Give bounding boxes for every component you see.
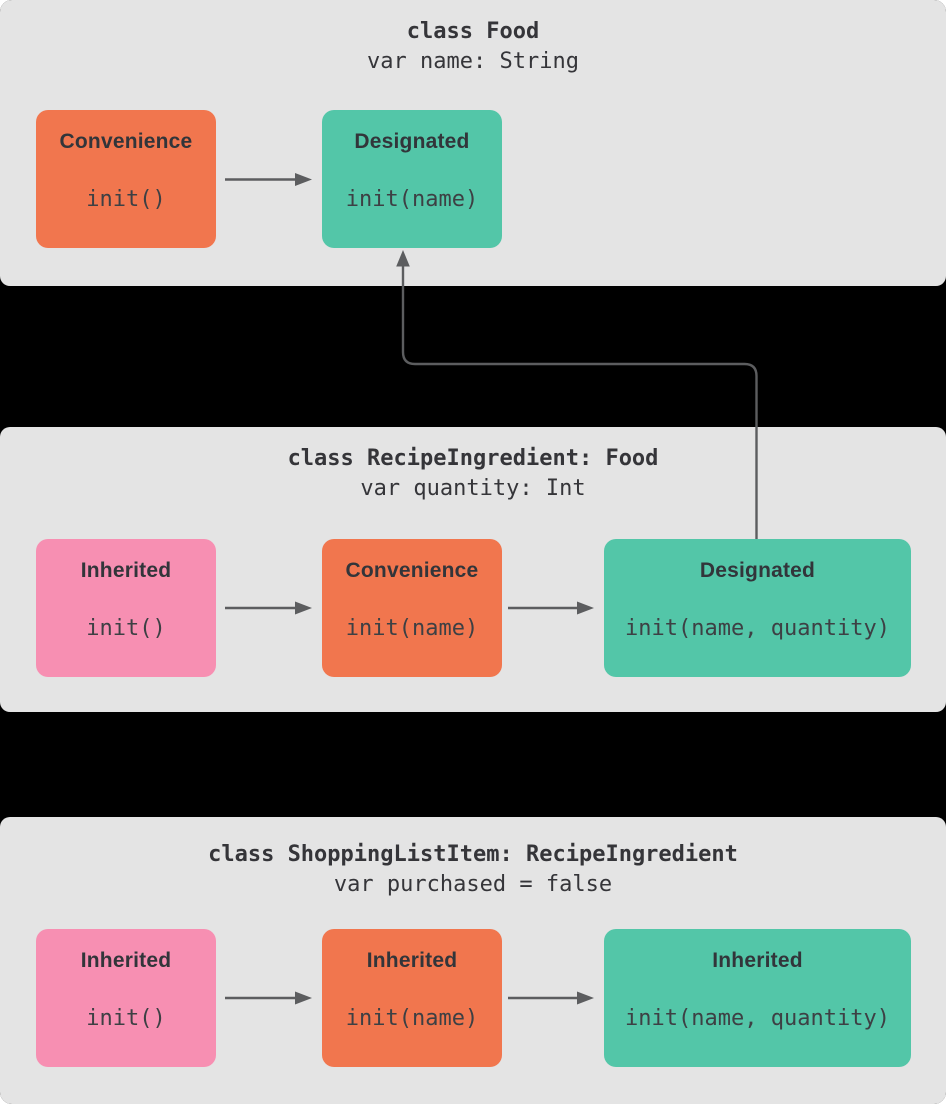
panel-food-title: class Food var name: String (0, 17, 946, 77)
initializer-signature: init() (86, 187, 166, 212)
panel-recipe-ingredient: class RecipeIngredient: Food var quantit… (0, 427, 946, 712)
property-declaration: var purchased = false (333, 872, 613, 897)
property-declaration: var quantity: Int (360, 476, 586, 501)
class-declaration: class RecipeIngredient: Food (287, 446, 659, 471)
panel-shopping-list-item-title: class ShoppingListItem: RecipeIngredient… (0, 840, 946, 900)
initializer-signature: init(name, quantity) (625, 616, 890, 641)
property-declaration: var name: String (367, 49, 579, 74)
class-declaration: class Food (406, 19, 540, 44)
initializer-kind-label: Inherited (366, 949, 458, 972)
panel-recipe-ingredient-title: class RecipeIngredient: Food var quantit… (0, 444, 946, 504)
initializer-kind-label: Convenience (59, 130, 193, 153)
initializer-signature: init(name) (345, 187, 479, 212)
initializer-signature: init(name) (345, 1006, 479, 1031)
recipe-designated-init-box: Designated init(name, quantity) (604, 539, 911, 677)
initializer-kind-label: Inherited (80, 559, 172, 582)
class-declaration: class ShoppingListItem: RecipeIngredient (208, 842, 738, 867)
recipe-inherited-init-box: Inherited init() (36, 539, 216, 677)
initializer-kind-label: Designated (354, 130, 470, 153)
initializer-kind-label: Inherited (80, 949, 172, 972)
food-designated-init-box: Designated init(name) (322, 110, 502, 248)
panel-shopping-list-item: class ShoppingListItem: RecipeIngredient… (0, 817, 946, 1104)
recipe-convenience-init-box: Convenience init(name) (322, 539, 502, 677)
food-convenience-init-box: Convenience init() (36, 110, 216, 248)
initializer-kind-label: Inherited (712, 949, 803, 972)
initializer-signature: init() (86, 1006, 166, 1031)
initializer-signature: init(name, quantity) (625, 1006, 890, 1031)
initializer-signature: init(name) (345, 616, 479, 641)
initializer-signature: init() (86, 616, 166, 641)
shopping-inherited-name-init-box: Inherited init(name) (322, 929, 502, 1067)
panel-food: class Food var name: String Convenience … (0, 0, 946, 286)
initializer-kind-label: Designated (699, 559, 816, 582)
shopping-inherited-init-box: Inherited init() (36, 929, 216, 1067)
initializer-kind-label: Convenience (345, 559, 479, 582)
shopping-inherited-full-init-box: Inherited init(name, quantity) (604, 929, 911, 1067)
